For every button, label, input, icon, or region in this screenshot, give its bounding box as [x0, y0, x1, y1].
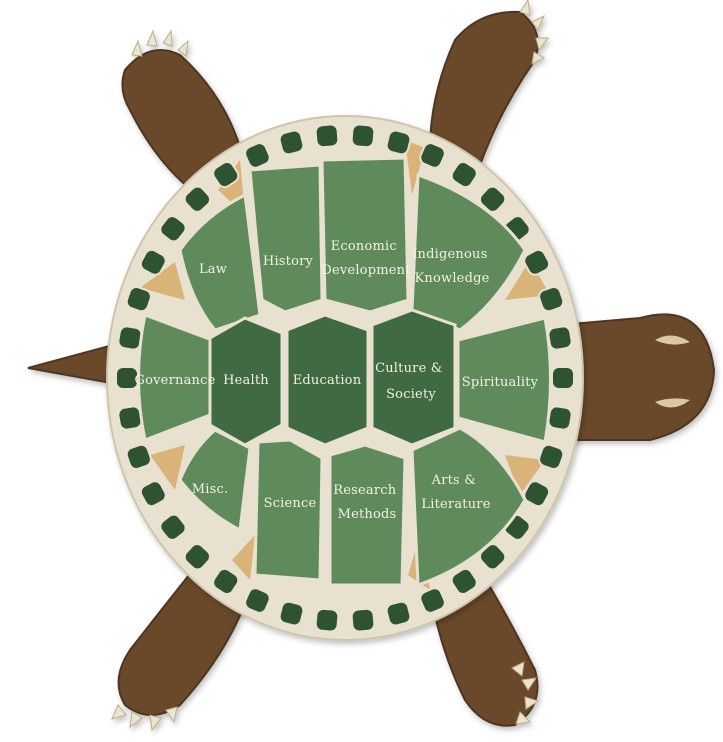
rim-scute: [547, 405, 572, 430]
label-health: Health: [223, 373, 269, 388]
section-culture-society[interactable]: [372, 310, 455, 445]
label-science: Science: [264, 496, 317, 511]
section-economic-development[interactable]: [322, 158, 408, 312]
rim-scute: [351, 124, 375, 148]
claw: [520, 0, 530, 15]
rim-scute: [278, 129, 305, 156]
rim-scute: [385, 600, 412, 627]
rim-scute: [547, 325, 572, 350]
turtle-shell: Law History Economic Development Indigen…: [107, 116, 583, 640]
label-governance: Governance: [135, 373, 216, 388]
claw: [147, 31, 157, 46]
claw: [163, 31, 172, 46]
rim-scute: [351, 608, 375, 632]
label-history: History: [263, 254, 314, 269]
claw: [112, 705, 126, 719]
claw: [132, 41, 142, 56]
claw: [150, 715, 161, 730]
section-history[interactable]: [250, 165, 322, 312]
claw: [166, 707, 177, 722]
rim-scute: [385, 129, 412, 156]
rim-scute: [278, 600, 305, 627]
label-misc: Misc.: [192, 482, 229, 497]
claw: [532, 52, 544, 64]
label-education: Education: [293, 373, 362, 388]
rim-scute: [552, 367, 574, 389]
label-spirituality: Spirituality: [462, 375, 539, 390]
rim-scute: [315, 608, 339, 632]
rim-scute: [315, 124, 339, 148]
label-law: Law: [199, 262, 227, 277]
